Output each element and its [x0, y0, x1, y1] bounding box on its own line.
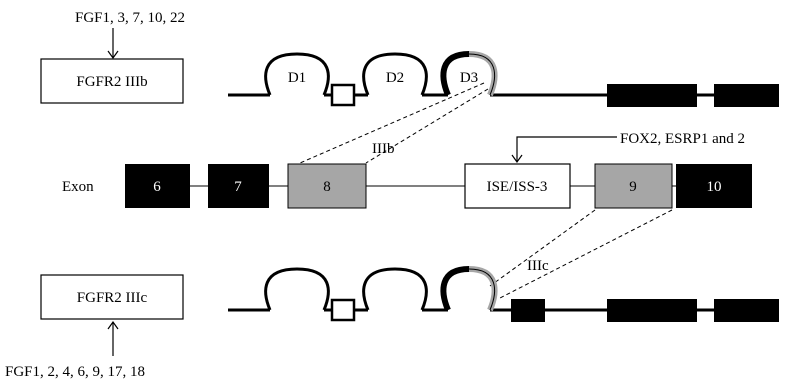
exon-10-label: 10 — [707, 179, 722, 195]
iiic-d3-loop-outline — [442, 268, 496, 311]
d2-label: D2 — [386, 70, 404, 86]
exon-8-label: 8 — [323, 179, 331, 195]
iiic-d3-loop-exon7-part — [440, 266, 470, 312]
iiib-dash-left — [299, 82, 485, 164]
iiib-d1-loop — [264, 52, 330, 96]
iiib-d3-loop-outline — [442, 53, 496, 96]
iiic-d1-loop — [264, 267, 330, 311]
exon-10 — [676, 164, 752, 208]
fgfr2-iiib-box — [40, 58, 184, 104]
exon-7-label: 7 — [234, 179, 242, 195]
iiib-ligand-arrowhead — [107, 50, 119, 60]
ise-iss-3-box — [464, 163, 571, 209]
iiic-dash-right — [499, 209, 673, 299]
ise-iss-3-label: ISE/ISS-3 — [487, 179, 548, 195]
iiib-dash-right — [365, 88, 489, 164]
fgfr2-iiic-box — [40, 274, 184, 320]
iiic-kinase-block-2 — [714, 299, 779, 322]
d1-label: D1 — [288, 70, 306, 86]
exon-9-label: 9 — [629, 179, 637, 195]
fgfr2-iiic-box-label: FGFR2 IIIc — [77, 290, 148, 306]
iiic-label: IIIc — [527, 258, 549, 274]
exon-7 — [208, 164, 269, 208]
exon-6-label: 6 — [153, 179, 161, 195]
iiib-kinase-block-1 — [607, 84, 697, 107]
d3-label: D3 — [460, 70, 478, 86]
iiib-kinase-block-2 — [714, 84, 779, 107]
iiic-exon10-block — [511, 299, 545, 322]
iiic-ligand-arrowhead — [107, 320, 119, 330]
iiic-d2-loop — [362, 267, 428, 311]
iiib-acid-box-square — [330, 83, 356, 107]
iiib-ligands-label: FGF1, 3, 7, 10, 22 — [75, 10, 185, 26]
iiib-label: IIIb — [372, 141, 395, 157]
iiic-kinase-block-1 — [607, 299, 697, 322]
fgfr2-iiib-box-label: FGFR2 IIIb — [76, 74, 147, 90]
exon-row-label: Exon — [62, 179, 94, 195]
iiic-d3-loop-exon9-part — [468, 266, 498, 312]
iiic-dash-left — [489, 209, 596, 287]
iiic-acid-box-square — [330, 298, 356, 322]
exon-6 — [125, 164, 190, 208]
exon-8-iiib — [287, 163, 367, 209]
regulators-arrow — [516, 136, 617, 162]
regulators-label: FOX2, ESRP1 and 2 — [620, 131, 745, 147]
iiib-d2-loop — [362, 52, 428, 96]
iiic-ligands-label: FGF1, 2, 4, 6, 9, 17, 18 — [5, 364, 145, 380]
regulators-arrowhead — [511, 154, 523, 164]
exon-9-iiic — [594, 163, 673, 209]
